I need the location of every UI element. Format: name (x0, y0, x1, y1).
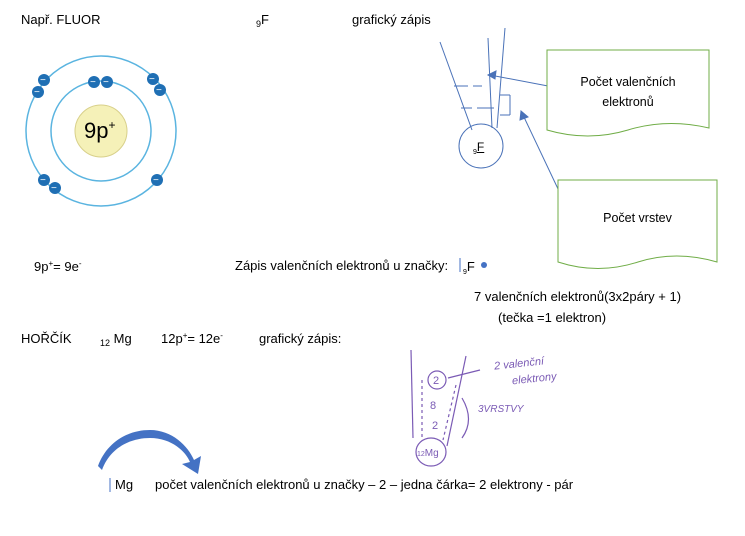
fluor-graphic-label: grafický zápis (352, 12, 431, 27)
fluor-title: Např. FLUOR (21, 12, 101, 27)
hand-bracket (461, 397, 470, 439)
balance-right: = 9e (53, 259, 79, 274)
valence-dot (481, 262, 487, 268)
callout-valence-line1: Počet valenčních (580, 75, 676, 89)
mg-title: HOŘČÍK (21, 331, 72, 346)
electrons (32, 73, 166, 194)
hand-nucleus (415, 437, 447, 467)
callout-valence-box (546, 49, 710, 137)
electron (49, 182, 61, 194)
electron (151, 174, 163, 186)
nucleus-charge: + (108, 118, 116, 132)
valence-symbol-text: F (466, 259, 475, 274)
electron (32, 86, 44, 98)
mg-balance-sup: + (182, 331, 188, 340)
electron-sign: − (40, 75, 46, 86)
hand-n3: 2 (432, 420, 439, 432)
fluor-symbol-text: F (261, 12, 269, 27)
mg-symbol: 12 Mg (100, 331, 132, 348)
arrowhead (486, 70, 497, 80)
valence-note2: (tečka =1 elektron) (498, 310, 607, 325)
mg-balance-right: = 12e (187, 331, 221, 346)
nucleus-text: 9p (84, 118, 109, 143)
hand-n1: 2 (433, 375, 440, 387)
fluor-symbol: 9F (256, 12, 269, 29)
electron-sign: − (34, 87, 40, 98)
hand-line (410, 349, 414, 439)
electron-sign: − (156, 85, 162, 96)
fluor-balance: 9p+= 9e- (34, 259, 81, 277)
callout-layers-box (557, 179, 718, 269)
diagram-line (487, 37, 493, 129)
hand-symbol: 12Mg (417, 446, 439, 463)
mg-bottom-text: počet valenčních elektronů u značky – 2 … (155, 477, 574, 492)
magnesium-handwritten-diagram (410, 349, 481, 467)
diagram-symbol: 9F (473, 139, 484, 158)
electron (101, 76, 113, 88)
nucleus-circle (458, 123, 504, 169)
balance-sup: + (48, 259, 54, 268)
fluorine-graphic-diagram (439, 27, 569, 211)
arrowhead (519, 110, 529, 121)
hand-n2: 8 (430, 400, 437, 412)
electron (88, 76, 100, 88)
valence-symbol-sub: 9 (463, 269, 467, 276)
fluor-symbol-sub: 9 (256, 19, 262, 29)
valence-label: Zápis valenčních elektronů u značky: (235, 258, 449, 273)
mg-balance-sup2: - (220, 331, 223, 340)
diagram-symbol-text: F (476, 140, 485, 154)
callout-layers: Počet vrstev (603, 211, 672, 225)
hand-symbol-sub: 12 (417, 451, 425, 458)
hand-layers: 3VRSTVY (478, 404, 524, 415)
mg-bottom-symbol: Mg (115, 477, 134, 492)
diagram-line (496, 27, 506, 129)
balance-left: 9p (34, 259, 49, 274)
mg-balance: 12p+= 12e- (161, 331, 223, 349)
inner-shell (50, 80, 152, 182)
mg-balance-left: 12p (161, 331, 183, 346)
electron (38, 74, 50, 86)
electron-sign: − (153, 175, 159, 186)
hand-line (446, 355, 467, 447)
fluorine-bohr-model (25, 55, 177, 207)
electron-sign: − (103, 77, 109, 88)
electron-sign: − (90, 77, 96, 88)
valence-note1: 7 valenčních elektronů(3x2páry + 1) (474, 289, 682, 304)
arrow-line (489, 74, 549, 87)
electron-sign: − (149, 74, 155, 85)
hand-symbol-text: Mg (424, 448, 439, 459)
outer-shell (25, 55, 177, 207)
balance-sup2: - (78, 259, 82, 268)
valence-symbol: 9F (463, 259, 475, 278)
hand-arrow (447, 369, 481, 379)
callout-valence-line2: elektronů (602, 95, 654, 109)
mg-symbol-text: Mg (113, 331, 132, 346)
callout-valence: Počet valenčních elektronů (552, 72, 704, 112)
mg-graphic-label: grafický zápis: (259, 331, 342, 346)
mg-symbol-sub: 12 (100, 338, 111, 348)
nucleus-label: 9p+ (84, 118, 116, 147)
diagram-symbol-sub: 9 (473, 149, 477, 156)
electron (147, 73, 159, 85)
electron-sign: − (40, 175, 46, 186)
curved-arrow (98, 430, 201, 474)
electron (154, 84, 166, 96)
electron (38, 174, 50, 186)
nucleus (74, 104, 128, 158)
hand-circle (427, 370, 447, 390)
electron-sign: − (51, 183, 57, 194)
